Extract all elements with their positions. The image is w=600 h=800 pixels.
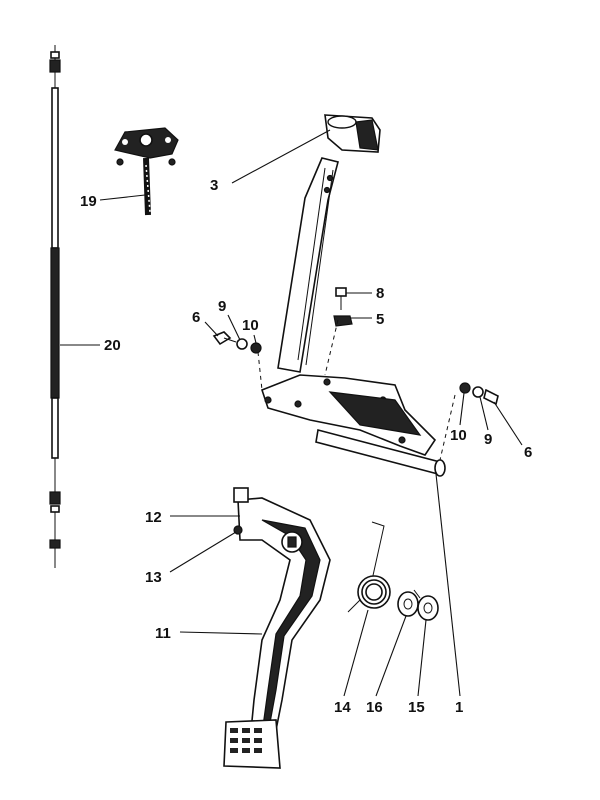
label-part-8: 8 [376, 285, 384, 302]
label-part-9-right: 9 [484, 431, 492, 448]
label-part-14: 14 [334, 699, 351, 716]
label-part-6-left: 6 [192, 309, 200, 326]
part-20-brake-cable [49, 45, 61, 568]
label-part-16: 16 [366, 699, 383, 716]
label-part-6-right: 6 [524, 444, 532, 461]
part-19-pedal-switch [114, 127, 179, 216]
part-11-brake-pedal [223, 487, 331, 769]
label-part-3: 3 [210, 177, 218, 194]
label-part-5: 5 [376, 311, 384, 328]
alignment-lines [257, 319, 456, 461]
part-number-labels: 20 19 3 8 5 6 9 10 10 9 6 12 13 11 14 16… [80, 177, 532, 716]
label-part-13: 13 [145, 569, 162, 586]
part-16-washer [397, 591, 419, 617]
pedal-pad-tread [230, 728, 262, 753]
label-part-19: 19 [80, 193, 97, 210]
part-3-bracket-boss [324, 114, 381, 153]
part-14-return-spring [347, 521, 391, 613]
leader-lines [60, 129, 523, 697]
pedal-bracket-assembly [261, 157, 446, 477]
label-part-20: 20 [104, 337, 121, 354]
part-15-clip [413, 589, 439, 621]
label-part-10-left: 10 [242, 317, 259, 334]
label-part-11: 11 [155, 625, 171, 642]
label-part-10-right: 10 [450, 427, 467, 444]
label-part-1: 1 [455, 699, 463, 716]
hardware-parts [212, 287, 499, 406]
label-part-12: 12 [145, 509, 162, 526]
label-part-9-left: 9 [218, 298, 226, 315]
label-part-15: 15 [408, 699, 425, 716]
